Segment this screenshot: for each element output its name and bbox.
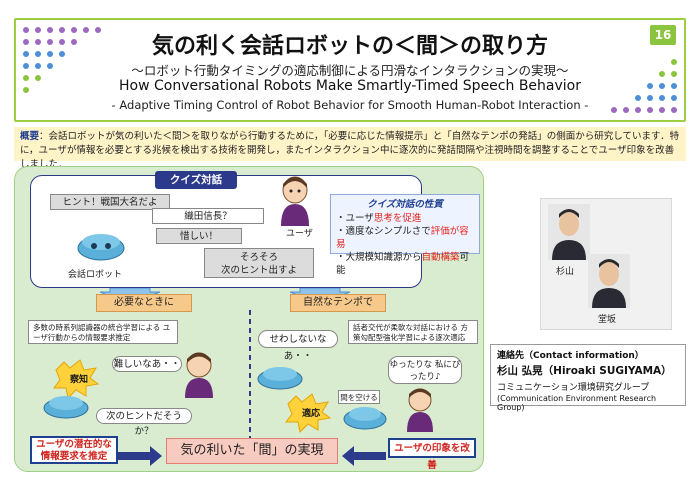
- decorative-dots-right: [611, 59, 677, 113]
- quiz-title: クイズ対話: [155, 171, 237, 189]
- contact-department-english: (Communication Environment Research Grou…: [497, 394, 657, 412]
- hint-bubble: ヒント！戦国大名だよ: [50, 194, 170, 210]
- right-robot-icon-2: [343, 407, 387, 430]
- left-flow-note: 多数の時系列認識器の統合学習による ユーザ行動からの情報要求推定: [28, 320, 178, 344]
- arrow-to-result-right: [342, 446, 386, 466]
- robot-reply-bubble: 惜しい！: [156, 228, 242, 244]
- left-robot-icon: [43, 396, 89, 419]
- overview-label: 概要: [20, 131, 40, 142]
- title-english: How Conversational Robots Make Smartly-T…: [119, 78, 581, 94]
- robot-next-line2: 次のヒント出すよ: [220, 265, 297, 276]
- user-icon: [281, 176, 309, 226]
- user-label: ユーザ: [286, 229, 313, 239]
- overview-text: ：会話ロボットが気の利いた＜間＞を取りながら行動するために，「必要に応じた情報提…: [20, 131, 680, 170]
- page-number: 16: [650, 25, 676, 45]
- quiz-properties-box: クイズ対話の性質 ・ユーザ思考を促進 ・適度なシンプルさで評価が容易 ・大規模知…: [330, 194, 480, 276]
- overview: 概要：会話ロボットが気の利いた＜間＞を取りながら行動するために，「必要に応じた情…: [14, 127, 686, 170]
- right-user-icon: [407, 388, 433, 432]
- property-item-2: ・適度なシンプルさで評価が容易: [336, 225, 474, 251]
- arrow-to-result-left: [118, 446, 162, 466]
- subtitle-japanese: ～ロボット行動タイミングの適応制御による円滑なインタラクションの実現～: [131, 63, 569, 78]
- photo-person-1: [548, 204, 590, 260]
- adapt-burst: 適応: [301, 409, 320, 419]
- property-3-highlight: 自動構築: [421, 252, 460, 263]
- property-2-highlight: 評価が容易: [336, 226, 469, 250]
- photo-label-2: 堂坂: [598, 315, 617, 325]
- gap-label: 間を空ける: [338, 390, 380, 404]
- photo-person-2: [588, 254, 630, 308]
- left-user-icon: [185, 352, 213, 398]
- right-robot-icon: [257, 367, 303, 390]
- robot-next-line1: そろそろ: [239, 252, 278, 263]
- right-user-bubble: ゆったりな 私にぴったり♪: [388, 356, 462, 384]
- detect-burst: 察知: [69, 375, 88, 385]
- right-robot-bubble: せわしないなあ・・: [258, 330, 338, 362]
- left-robot-bubble: 次のヒントだそうか？: [96, 408, 192, 437]
- robot-icon: [77, 234, 125, 261]
- right-flow-heading: 自然なテンポで: [290, 294, 386, 312]
- robot-label: 会話ロボット: [68, 270, 123, 280]
- properties-title: クイズ対話の性質: [367, 199, 443, 210]
- contact-label: 連絡先（Contact information）: [497, 351, 644, 361]
- property-1-highlight: 思考を促進: [373, 213, 422, 224]
- property-item-3: ・大規模知識源から自動構築可能: [336, 251, 474, 277]
- photo-label-1: 杉山: [556, 267, 575, 277]
- property-3-suffix: 可能: [336, 252, 470, 276]
- title-japanese: 気の利く会話ロボットの＜間＞の取り方: [151, 34, 548, 59]
- robot-next-hint-bubble: そろそろ 次のヒント出すよ: [204, 248, 314, 278]
- header: 16 気の利く会話ロボットの＜間＞の取り方 ～ロボット行動タイミングの適応制御に…: [14, 18, 686, 122]
- property-1-text: ・ユーザ: [336, 213, 374, 224]
- user-answer-bubble: 織田信長？: [152, 208, 264, 224]
- property-2-text: ・適度なシンプルさで: [336, 226, 431, 237]
- contact-box: 連絡先（Contact information） 杉山 弘晃（Hiroaki S…: [490, 344, 686, 412]
- left-user-bubble: 難しいなあ・・: [112, 356, 182, 372]
- left-bottom-box: ユーザの潜在的な 情報要求を推定: [30, 436, 118, 464]
- detect-burst-shape: [53, 359, 100, 400]
- decorative-dots-left: [23, 27, 101, 93]
- result-box: 気の利いた「間」の実現: [166, 438, 338, 464]
- left-flow-heading: 必要なときに: [96, 294, 192, 312]
- property-item-1: ・ユーザ思考を促進: [336, 212, 474, 225]
- contact-name: 杉山 弘晃（Hiroaki SUGIYAMA）: [497, 365, 672, 377]
- right-flow-note: 話者交代が柔軟な対話における 方策勾配型強化学習による逐次適応: [348, 320, 478, 344]
- adapt-burst-shape: [285, 393, 332, 434]
- contact-department: コミュニケーション環境研究グループ: [497, 383, 650, 393]
- subtitle-english: - Adaptive Timing Control of Robot Behav…: [111, 98, 589, 112]
- right-bottom-box: ユーザの印象を改善: [388, 438, 476, 471]
- property-3-text: ・大規模知識源から: [336, 252, 422, 263]
